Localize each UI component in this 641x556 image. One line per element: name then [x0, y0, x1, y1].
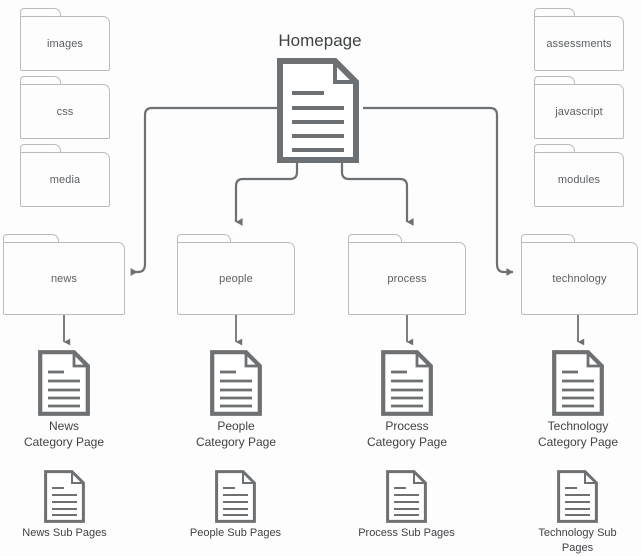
label-line-1: News — [48, 419, 79, 433]
folder-process[interactable]: process — [348, 234, 466, 315]
category-page-label: Technology Category Page — [538, 418, 618, 450]
folder-images[interactable]: images — [20, 8, 110, 71]
folder-modules[interactable]: modules — [534, 144, 624, 207]
label-line-2: Category Page — [537, 435, 619, 450]
category-page-label: Process Category Page — [367, 418, 447, 450]
folder-tab-icon — [348, 234, 403, 243]
folder-tab-icon — [521, 234, 575, 243]
sub-page-news[interactable]: News Sub Pages — [22, 470, 107, 539]
folder-body: process — [348, 242, 466, 315]
label-line-1: Technology — [547, 419, 609, 433]
folder-body: images — [20, 16, 110, 71]
folder-label: modules — [557, 173, 601, 186]
folder-label: css — [56, 105, 74, 118]
folder-label: media — [49, 173, 81, 186]
folder-tab-icon — [177, 234, 232, 243]
document-icon — [381, 350, 433, 416]
folder-body: modules — [534, 152, 624, 207]
folder-label: javascript — [555, 105, 603, 118]
folder-label: images — [46, 37, 84, 50]
folder-people[interactable]: people — [177, 234, 295, 315]
document-icon — [210, 350, 262, 416]
sub-page-label: Process Sub Pages — [358, 527, 455, 539]
label-line-2: Category Page — [366, 435, 448, 450]
category-page-news[interactable]: News Category Page — [24, 350, 104, 449]
document-icon — [277, 58, 359, 163]
document-icon — [552, 350, 604, 416]
category-page-technology[interactable]: Technology Category Page — [538, 350, 618, 449]
category-page-people[interactable]: People Category Page — [196, 350, 276, 449]
document-icon — [44, 470, 85, 523]
folder-body: javascript — [534, 84, 624, 139]
document-icon — [38, 350, 90, 416]
document-icon — [557, 470, 598, 523]
folder-javascript[interactable]: javascript — [534, 76, 624, 139]
folder-body: people — [177, 242, 295, 315]
folder-label: people — [219, 272, 253, 285]
label-line-1: People — [217, 419, 255, 433]
folder-label: technology — [552, 272, 607, 285]
label-line-2: Category Page — [23, 435, 105, 450]
sub-page-technology[interactable]: Technology Sub Pages — [538, 470, 617, 554]
sub-page-label: Technology Sub Pages — [538, 527, 617, 554]
folder-body: assessments — [534, 16, 624, 71]
page-title: Homepage — [278, 31, 362, 50]
document-icon — [386, 470, 427, 523]
document-icon — [215, 470, 256, 523]
homepage-document-node[interactable] — [277, 58, 359, 163]
category-page-label: News Category Page — [24, 418, 104, 450]
folder-media[interactable]: media — [20, 144, 110, 207]
label-line-2: Category Page — [195, 435, 277, 450]
sub-page-process[interactable]: Process Sub Pages — [358, 470, 455, 539]
folder-label: assessments — [546, 37, 612, 50]
folder-body: news — [3, 242, 125, 315]
folder-tab-icon — [3, 234, 60, 243]
folder-news[interactable]: news — [3, 234, 125, 315]
sub-page-label: News Sub Pages — [22, 527, 107, 539]
folder-label: news — [50, 272, 78, 285]
sub-page-people[interactable]: People Sub Pages — [190, 470, 281, 539]
label-line-1: Process — [385, 419, 429, 433]
folder-assessments[interactable]: assessments — [534, 8, 624, 71]
sub-page-label: People Sub Pages — [189, 527, 282, 539]
folder-technology[interactable]: technology — [521, 234, 638, 315]
folder-css[interactable]: css — [20, 76, 110, 139]
folder-body: css — [20, 84, 110, 139]
folder-label: process — [387, 272, 427, 285]
folder-body: technology — [521, 242, 638, 315]
category-page-process[interactable]: Process Category Page — [367, 350, 447, 449]
category-page-label: People Category Page — [196, 418, 276, 450]
folder-body: media — [20, 152, 110, 207]
